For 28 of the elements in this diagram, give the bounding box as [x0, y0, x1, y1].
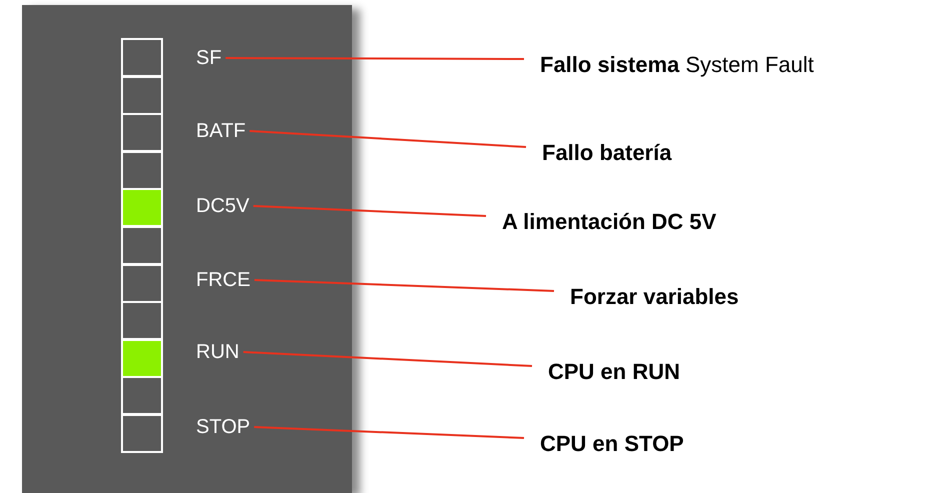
leader-line — [253, 205, 486, 217]
description-text: Fallo batería — [542, 140, 672, 166]
led-label: DC5V — [196, 194, 250, 218]
led-indicator — [121, 338, 163, 378]
led-label: BATF — [196, 119, 246, 143]
indicator-panel — [22, 5, 352, 493]
led-indicator — [121, 264, 163, 303]
led-label: SF — [196, 46, 222, 70]
leader-line — [254, 426, 524, 439]
led-indicator — [121, 414, 163, 453]
description-text: Fallo sistema System Fault — [540, 52, 814, 78]
leader-line — [226, 57, 524, 60]
led-indicator — [121, 226, 163, 265]
led-label: RUN — [196, 340, 240, 364]
leader-line — [243, 351, 532, 367]
leader-line — [254, 279, 554, 292]
led-indicator — [121, 38, 163, 77]
description-text: CPU en STOP — [540, 431, 684, 457]
led-indicator — [121, 113, 163, 152]
led-indicator — [121, 376, 163, 416]
description-text: A limentación DC 5V — [502, 209, 716, 235]
description-text: CPU en RUN — [548, 359, 680, 385]
led-indicator — [121, 76, 163, 115]
led-label: FRCE — [196, 268, 250, 292]
description-text: Forzar variables — [570, 284, 739, 310]
led-label: STOP — [196, 415, 250, 439]
led-indicator — [121, 188, 163, 228]
leader-line — [250, 130, 526, 148]
